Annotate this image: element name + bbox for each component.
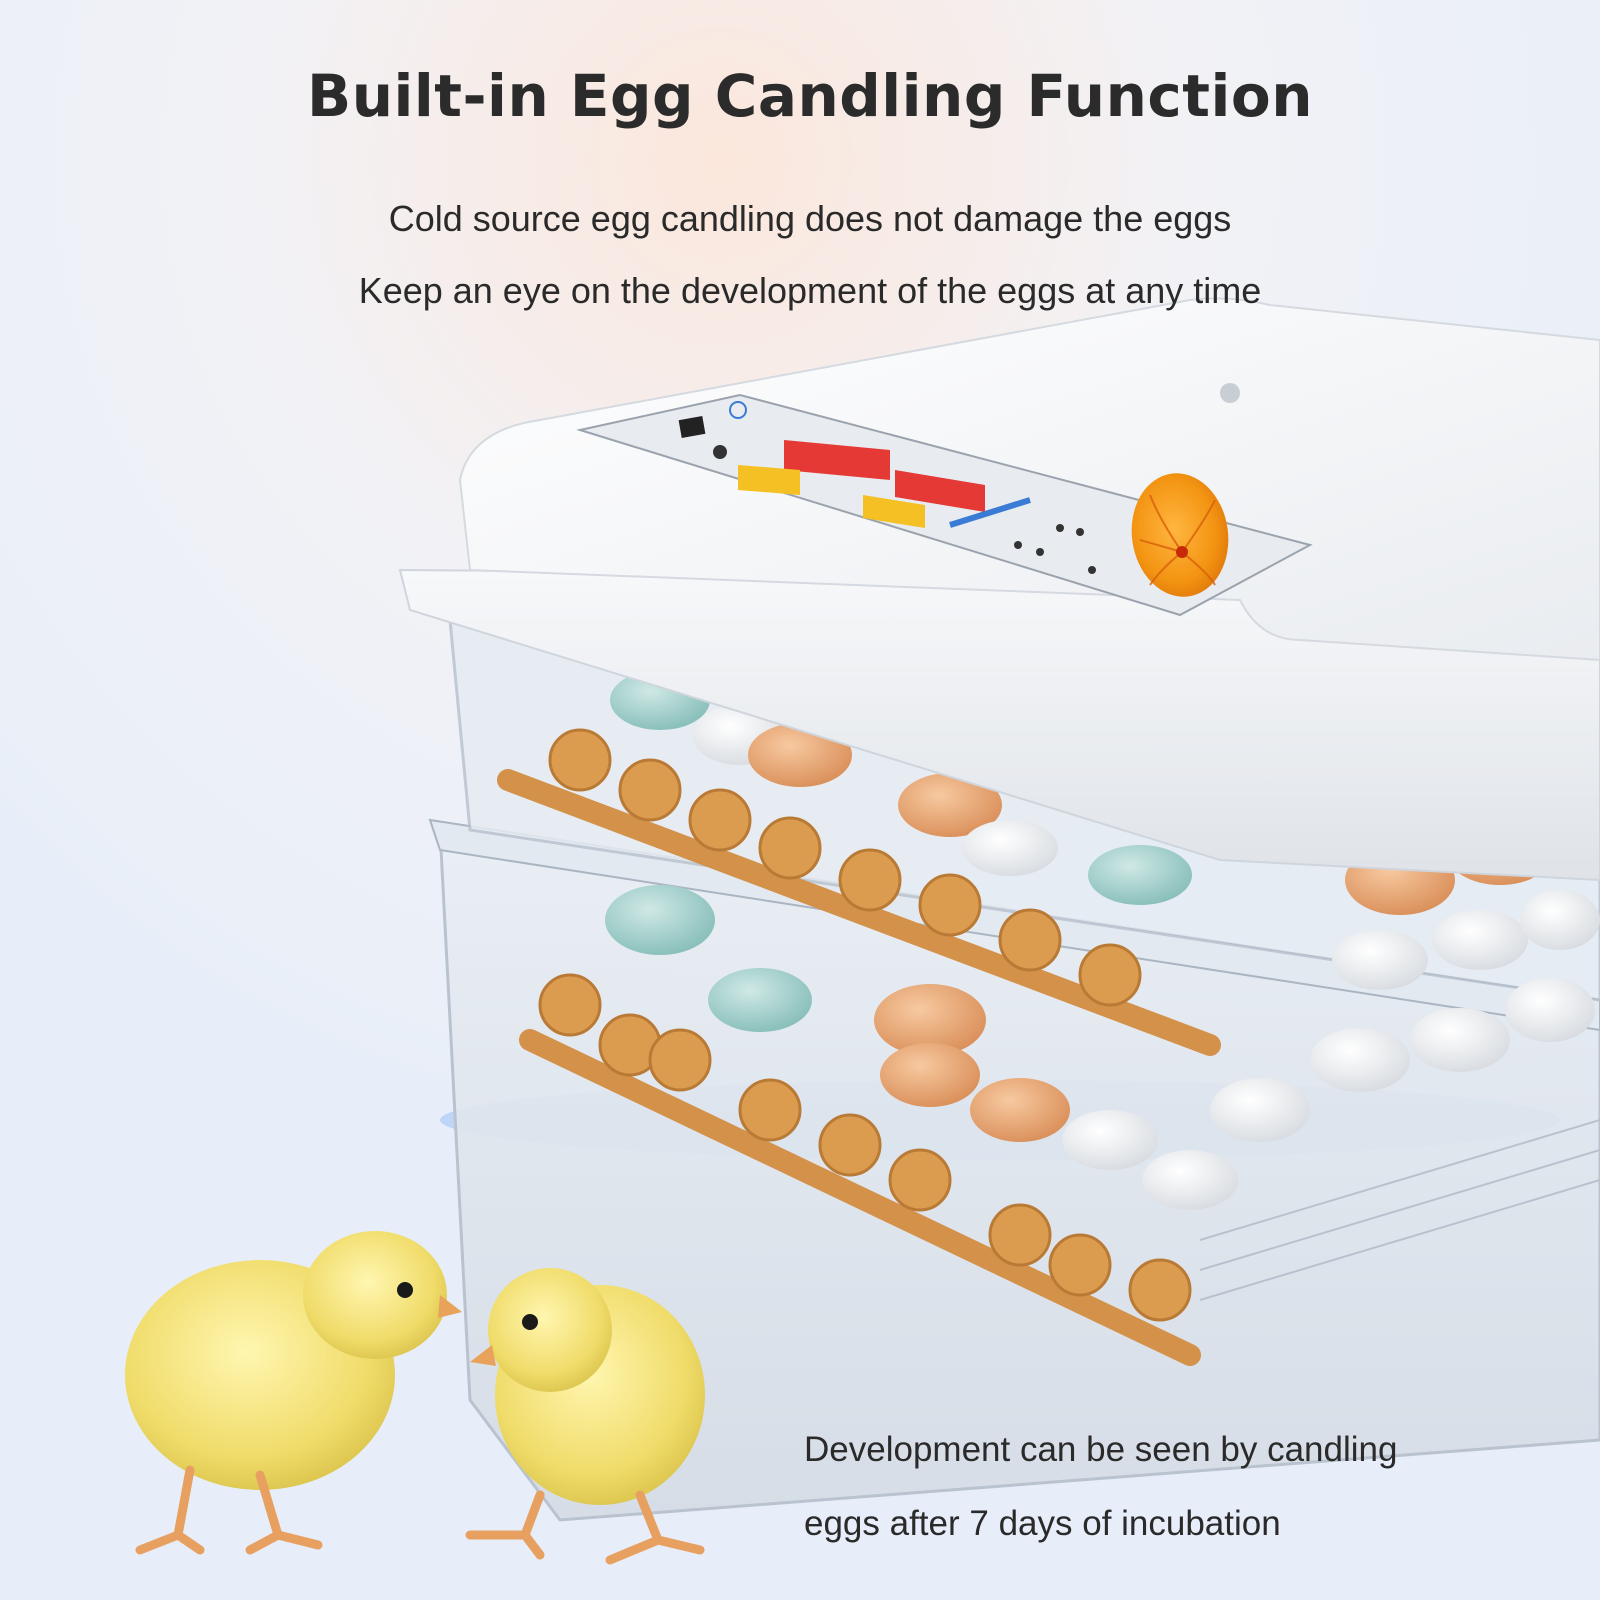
gear — [998, 908, 1062, 972]
egg — [1088, 845, 1192, 905]
chick-beak — [470, 1345, 496, 1366]
egg — [1210, 1078, 1310, 1142]
gear — [738, 1078, 802, 1142]
egg — [898, 773, 1002, 837]
egg — [962, 820, 1058, 876]
panel-icons — [1014, 524, 1096, 574]
panel-icon — [1056, 524, 1064, 532]
candled-egg — [1131, 473, 1229, 597]
panel-button — [713, 445, 727, 459]
headline: Built-in Egg Candling Function — [307, 62, 1313, 130]
yellow-button-2 — [863, 495, 925, 528]
panel-label-blue — [949, 497, 1031, 528]
yellow-button-1 — [738, 465, 800, 495]
egg — [1062, 1110, 1158, 1170]
gear — [838, 848, 902, 912]
gear — [888, 1148, 952, 1212]
chick-legs — [465, 1490, 705, 1565]
gear — [988, 1203, 1052, 1267]
chick-right — [465, 1268, 705, 1565]
egg — [1432, 910, 1528, 970]
chick-legs — [135, 1465, 323, 1555]
incubator — [398, 297, 1600, 1522]
subtitle-line-1: Cold source egg candling does not damage… — [388, 198, 1232, 239]
egg-tray-mesh — [1199, 1119, 1600, 1301]
power-switch — [678, 416, 706, 438]
egg — [708, 968, 812, 1032]
panel-icon — [1014, 541, 1022, 549]
lower-gears — [538, 973, 1192, 1322]
egg — [1142, 1150, 1238, 1210]
embryo-dot — [1176, 546, 1188, 558]
vent-hole — [1220, 383, 1240, 403]
humidity-display — [895, 470, 985, 512]
gear — [548, 728, 612, 792]
lower-eggs — [605, 885, 1595, 1210]
chick-eye — [397, 1282, 413, 1298]
egg — [1520, 890, 1600, 950]
egg — [880, 1043, 980, 1107]
gear — [538, 973, 602, 1037]
caption-line-1: Development can be seen by candling — [804, 1430, 1398, 1469]
panel-logo-icon — [729, 401, 747, 419]
gear — [1078, 943, 1142, 1007]
upper-gears — [548, 728, 1142, 1007]
temperature-display — [784, 440, 890, 480]
egg — [970, 1078, 1070, 1142]
caption-line-2: eggs after 7 days of incubation — [804, 1504, 1281, 1543]
chick-left — [125, 1231, 462, 1555]
chick-eye — [522, 1314, 538, 1330]
panel-icon — [1088, 566, 1096, 574]
gear — [818, 1113, 882, 1177]
egg — [1410, 1008, 1510, 1072]
chick-head — [303, 1231, 447, 1359]
gear — [758, 816, 822, 880]
chick-beak — [438, 1295, 462, 1318]
egg — [1332, 930, 1428, 990]
gear — [1128, 1258, 1192, 1322]
candled-egg-shape — [1131, 473, 1229, 597]
panel-icon — [1036, 548, 1044, 556]
gear — [1048, 1233, 1112, 1297]
control-panel — [576, 393, 1313, 617]
chick-head — [488, 1268, 612, 1392]
gear — [618, 758, 682, 822]
egg — [1505, 978, 1595, 1042]
gear — [688, 788, 752, 852]
panel-icon — [1076, 528, 1084, 536]
egg — [605, 885, 715, 955]
egg — [874, 984, 986, 1056]
egg — [1310, 1028, 1410, 1092]
subtitle-line-2: Keep an eye on the development of the eg… — [358, 270, 1262, 311]
gear — [918, 873, 982, 937]
gear — [648, 1028, 712, 1092]
